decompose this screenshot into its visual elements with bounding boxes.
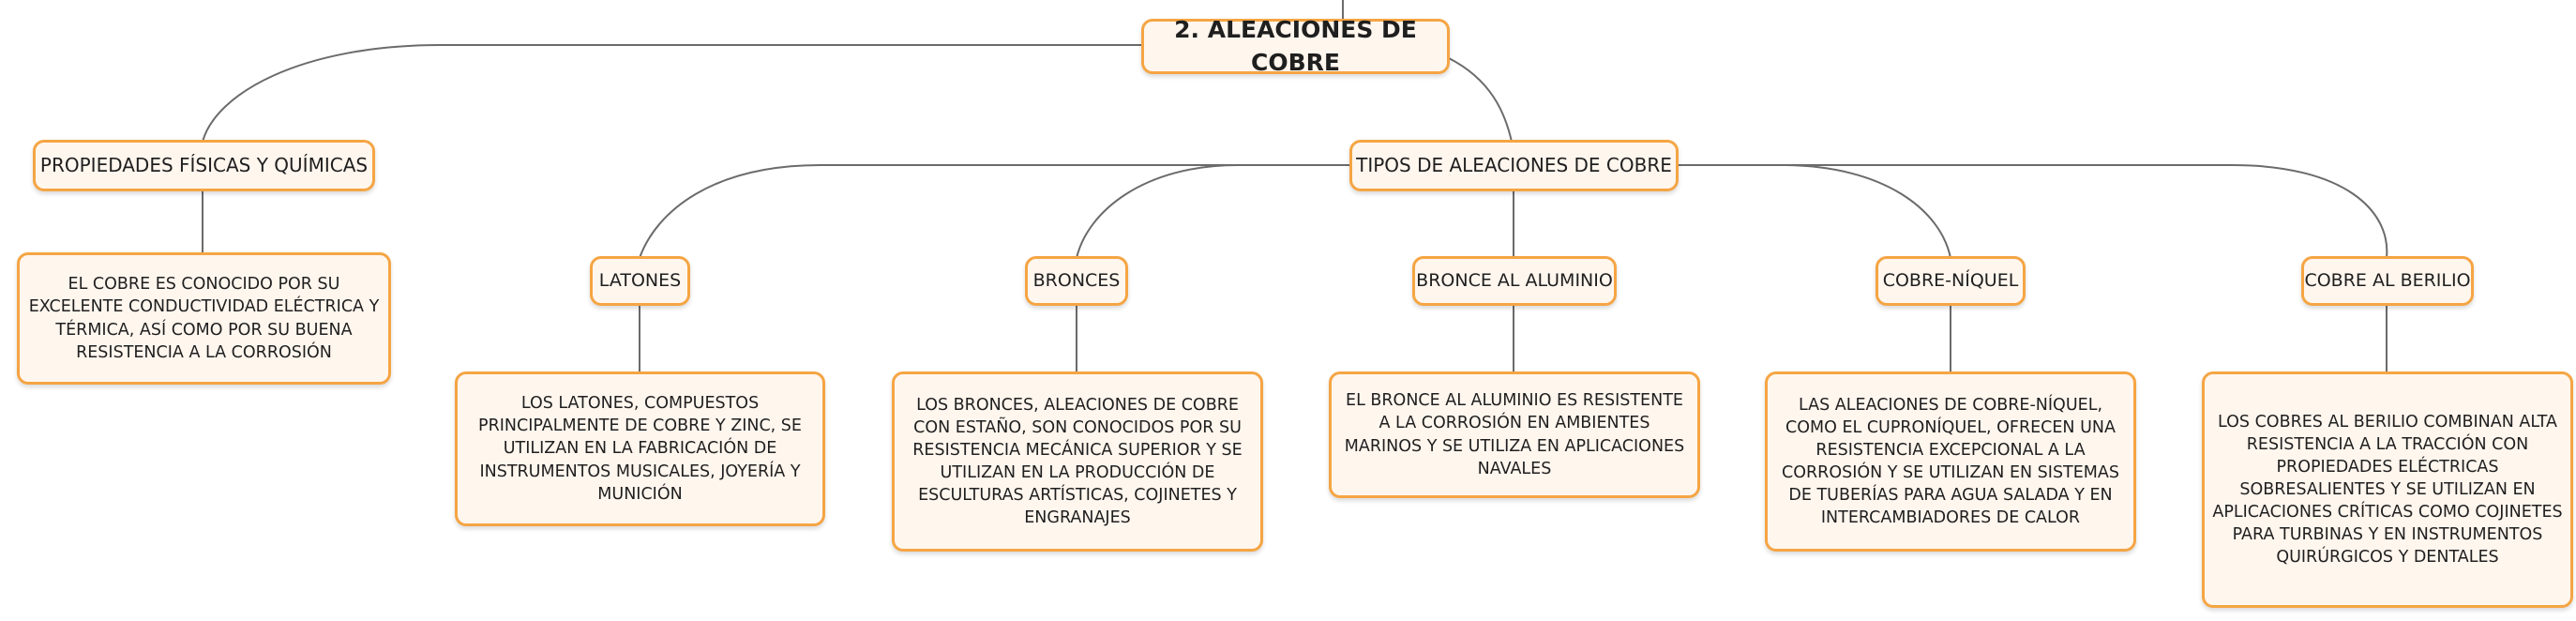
connector-tipos-bronces	[1076, 164, 1350, 259]
aluminio-label: BRONCE AL ALUMINIO	[1416, 270, 1613, 292]
berilio-label: COBRE AL BERILIO	[2304, 270, 2471, 292]
connector-root-propiedades	[202, 44, 1142, 143]
connector-tipos-niquel	[1677, 164, 1951, 259]
latones-description-node[interactable]: LOS LATONES, COMPUESTOS PRINCIPALMENTE D…	[455, 371, 825, 526]
bronces-description-node[interactable]: LOS BRONCES, ALEACIONES DE COBRE CON EST…	[892, 371, 1263, 552]
aluminio-description-node[interactable]: EL BRONCE AL ALUMINIO ES RESISTENTE A LA…	[1329, 371, 1700, 498]
niquel-label: COBRE-NÍQUEL	[1882, 270, 2019, 292]
tipos-label: TIPOS DE ALEACIONES DE COBRE	[1356, 153, 1672, 176]
propiedades-description: EL COBRE ES CONOCIDO POR SU EXCELENTE CO…	[28, 275, 380, 362]
propiedades-description-node[interactable]: EL COBRE ES CONOCIDO POR SU EXCELENTE CO…	[17, 252, 391, 385]
berilio-description: LOS COBRES AL BERILIO COMBINAN ALTA RESI…	[2212, 412, 2563, 568]
bronces-node[interactable]: BRONCES	[1025, 256, 1128, 306]
aluminio-node[interactable]: BRONCE AL ALUMINIO	[1412, 256, 1617, 306]
berilio-node[interactable]: COBRE AL BERILIO	[2301, 256, 2474, 306]
connector-tipos-latones	[639, 164, 1350, 259]
root-node[interactable]: 2. ALEACIONES DE COBRE	[1141, 16, 1450, 76]
berilio-description-node[interactable]: LOS COBRES AL BERILIO COMBINAN ALTA RESI…	[2202, 371, 2573, 608]
propiedades-label: PROPIEDADES FÍSICAS Y QUÍMICAS	[39, 153, 369, 176]
bronces-description: LOS BRONCES, ALEACIONES DE COBRE CON EST…	[912, 395, 1243, 528]
aluminio-description: EL BRONCE AL ALUMINIO ES RESISTENTE A LA…	[1344, 391, 1685, 478]
niquel-node[interactable]: COBRE-NÍQUEL	[1876, 256, 2026, 306]
niquel-description-node[interactable]: LAS ALEACIONES DE COBRE-NÍQUEL, COMO EL …	[1765, 371, 2136, 552]
niquel-description: LAS ALEACIONES DE COBRE-NÍQUEL, COMO EL …	[1782, 395, 2119, 528]
connector-tipos-berilio	[1677, 164, 2388, 259]
latones-description: LOS LATONES, COMPUESTOS PRINCIPALMENTE D…	[478, 394, 802, 504]
latones-node[interactable]: LATONES	[590, 256, 690, 306]
latones-label: LATONES	[598, 270, 682, 292]
bronces-label: BRONCES	[1032, 270, 1121, 292]
connector-root-tipos	[1448, 57, 1513, 143]
tipos-node[interactable]: TIPOS DE ALEACIONES DE COBRE	[1349, 140, 1679, 191]
root-label: 2. ALEACIONES DE COBRE	[1174, 16, 1417, 76]
propiedades-node[interactable]: PROPIEDADES FÍSICAS Y QUÍMICAS	[33, 140, 375, 191]
